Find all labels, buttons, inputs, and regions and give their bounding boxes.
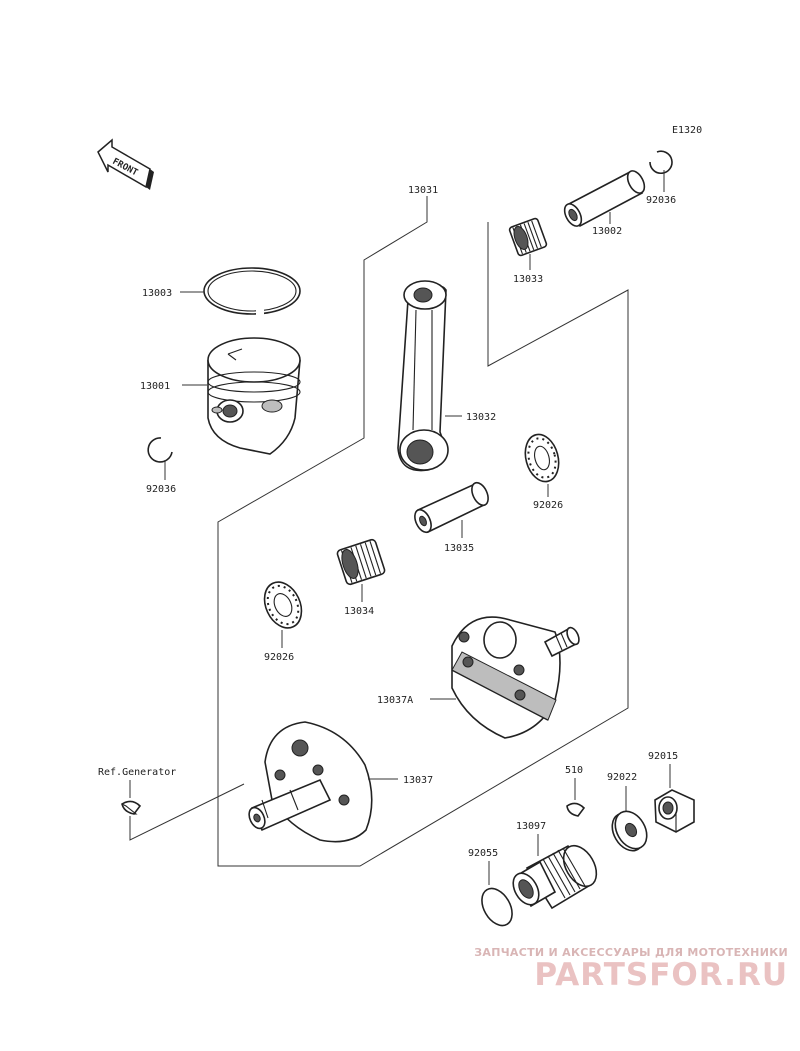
woodruff-key-generator xyxy=(121,800,142,815)
label-13035: 13035 xyxy=(444,543,474,554)
label-92026-right: 92026 xyxy=(533,500,563,511)
connecting-rod-13032 xyxy=(397,280,449,472)
label-92022: 92022 xyxy=(607,772,637,783)
piston-ring-13003 xyxy=(203,267,301,316)
ref-generator-label: Ref.Generator xyxy=(98,767,176,778)
circlip-92036-top xyxy=(649,150,673,174)
nut-92015 xyxy=(654,789,695,833)
circlip-92036-left xyxy=(147,437,173,463)
needle-bearing-13033 xyxy=(508,217,548,257)
watermark-logo: PARTSFOR.RU xyxy=(534,957,788,993)
label-13002: 13002 xyxy=(592,226,622,237)
piston-pin-13002 xyxy=(563,170,646,228)
needle-bearing-13034 xyxy=(336,538,386,586)
label-13033: 13033 xyxy=(513,274,543,285)
label-92026-left: 92026 xyxy=(264,652,294,663)
crank-half-13037a xyxy=(451,616,580,739)
assembly-outline xyxy=(217,196,629,867)
label-510: 510 xyxy=(565,765,583,776)
piston-13001 xyxy=(207,337,301,455)
label-13037: 13037 xyxy=(403,775,433,786)
gear-13097 xyxy=(512,844,598,910)
label-92055: 92055 xyxy=(468,848,498,859)
label-13031: 13031 xyxy=(408,185,438,196)
diagram-code: E1320 xyxy=(672,125,702,136)
label-92015: 92015 xyxy=(648,751,678,762)
thrust-washer-92026-right xyxy=(524,433,560,483)
watermark-caption: ЗАПЧАСТИ И АКСЕССУАРЫ ДЛЯ МОТОТЕХНИКИ xyxy=(474,946,788,959)
label-13037a: 13037A xyxy=(377,695,413,706)
woodruff-key-510 xyxy=(566,802,586,817)
label-13032: 13032 xyxy=(466,412,496,423)
front-arrow-icon: FRONT xyxy=(97,138,154,190)
label-92036-top: 92036 xyxy=(646,195,676,206)
o-ring-92055 xyxy=(481,887,513,927)
watermark: ЗАПЧАСТИ И АКСЕССУАРЫ ДЛЯ МОТОТЕХНИКИ PA… xyxy=(474,946,788,993)
washer-92022 xyxy=(611,810,648,852)
label-92036-left: 92036 xyxy=(146,484,176,495)
label-13097: 13097 xyxy=(516,821,546,832)
crank-half-13037 xyxy=(248,721,373,843)
label-13001: 13001 xyxy=(140,381,170,392)
label-13003: 13003 xyxy=(142,288,172,299)
label-13034: 13034 xyxy=(344,606,374,617)
thrust-washer-92026-left xyxy=(263,581,303,629)
crank-pin-13035 xyxy=(414,481,489,534)
